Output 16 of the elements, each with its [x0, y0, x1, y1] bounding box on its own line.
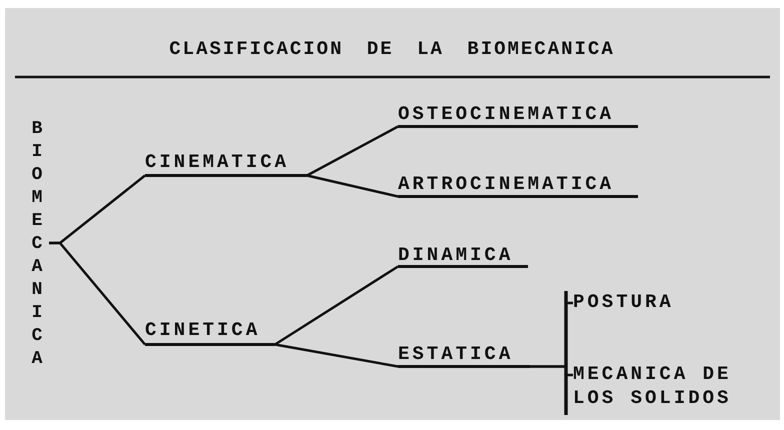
- underlined-term: CINETICA: [145, 318, 275, 346]
- diagram-title: CLASIFICACION DE LA BIOMECANICA: [168, 38, 616, 60]
- connector-line: [49, 242, 146, 346]
- term-label: POSTURA: [573, 290, 693, 316]
- underlined-term: CINEMATICA: [145, 150, 307, 177]
- connector-line: [274, 265, 399, 346]
- underlined-term: OSTEOCINEMATICA: [398, 102, 638, 128]
- underlined-term: ESTATICA: [398, 342, 530, 368]
- underlined-term: DINAMICA: [398, 243, 528, 268]
- underlined-term: ARTROCINEMATICA: [398, 172, 638, 198]
- connector-line: [306, 125, 399, 177]
- connector-line: [306, 174, 398, 198]
- connector-line: [274, 343, 398, 368]
- connector-line: [530, 365, 573, 376]
- vertical-label: BIOMECANICA: [27, 118, 47, 371]
- term-label: MECANICA DE LOS SOLIDOS: [573, 362, 763, 414]
